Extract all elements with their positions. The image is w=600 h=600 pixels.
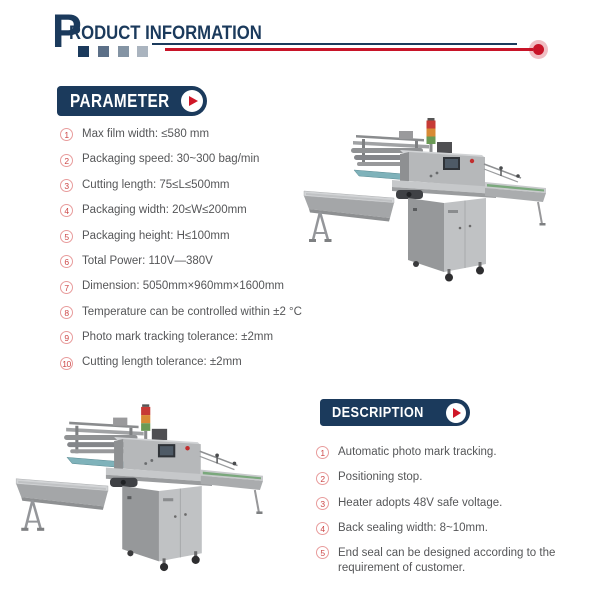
description-item: 2 Positioning stop. [316,465,582,490]
item-number-badge: 2 [60,153,73,167]
item-text: Cutting length tolerance: ±2mm [82,356,242,369]
header-decor-square [137,46,148,57]
parameter-list: 1 Max film width: ≤580 mm 2 Packaging sp… [60,122,312,376]
parameter-section-badge: PARAMETER [57,86,207,116]
item-text: Max film width: ≤580 mm [82,127,210,140]
item-number-badge: 1 [316,446,329,460]
parameter-item: 1 Max film width: ≤580 mm [60,122,312,147]
item-number-badge: 4 [60,204,73,218]
header-decor-square [78,46,89,57]
item-number-badge: 3 [60,178,73,192]
description-list: 1 Automatic photo mark tracking. 2 Posit… [316,440,582,577]
play-icon [446,402,466,423]
play-triangle-icon [453,407,461,418]
item-text: Automatic photo mark tracking. [338,445,497,458]
header-red-dot [533,44,544,55]
header-navy-rule [152,43,517,45]
parameter-item: 3 Cutting length: 75≤L≤500mm [60,173,312,198]
description-item: 5 End seal can be designed according to … [316,542,582,577]
item-number-badge: 9 [60,331,73,345]
item-text: Back sealing width: 8~10mm. [338,522,488,535]
item-number-badge: 8 [60,305,73,319]
logo-letter-p: P [52,4,82,57]
item-text: Packaging width: 20≤W≤200mm [82,204,247,217]
description-section-badge: DESCRIPTION [320,399,470,426]
description-item: 4 Back sealing width: 8~10mm. [316,516,582,541]
page-title: RODUCT INFORMATION [69,23,262,44]
item-number-badge: 10 [60,356,73,370]
item-number-badge: 7 [60,280,73,294]
parameter-item: 4 Packaging width: 20≤W≤200mm [60,198,312,223]
item-text: Photo mark tracking tolerance: ±2mm [82,331,274,344]
item-number-badge: 5 [316,545,329,559]
item-text: End seal can be designed according to th… [338,546,556,575]
item-number-badge: 1 [60,128,73,142]
description-badge-label: DESCRIPTION [332,404,424,421]
parameter-badge-label: PARAMETER [70,90,170,111]
item-text: Packaging speed: 30~300 bag/min [82,153,260,166]
machine-photo-top [296,106,596,296]
item-number-badge: 4 [316,522,329,536]
item-number-badge: 3 [316,496,329,510]
item-text: Total Power: 110V—380V [82,254,213,267]
item-text: Packaging height: H≤100mm [82,229,230,242]
play-icon [181,90,203,112]
item-text: Heater adopts 48V safe voltage. [338,496,503,509]
parameter-item: 8 Temperature can be controlled within ±… [60,300,312,325]
item-number-badge: 6 [60,255,73,269]
item-number-badge: 5 [60,229,73,243]
parameter-item: 9 Photo mark tracking tolerance: ±2mm [60,325,312,350]
play-triangle-icon [188,96,198,106]
item-text: Cutting length: 75≤L≤500mm [82,178,230,191]
parameter-item: 7 Dimension: 5050mm×960mm×1600mm [60,274,312,299]
description-item: 1 Automatic photo mark tracking. [316,440,582,465]
parameter-item: 5 Packaging height: H≤100mm [60,224,312,249]
parameter-item: 10 Cutting length tolerance: ±2mm [60,351,312,376]
machine-photo-bottom [8,392,314,586]
description-item: 3 Heater adopts 48V safe voltage. [316,491,582,516]
item-text: Temperature can be controlled within ±2 … [82,305,302,318]
item-text: Dimension: 5050mm×960mm×1600mm [82,280,284,293]
parameter-item: 2 Packaging speed: 30~300 bag/min [60,147,312,172]
header-decor-square [118,46,129,57]
parameter-item: 6 Total Power: 110V—380V [60,249,312,274]
header-decor-square [98,46,109,57]
header-red-rule [165,48,533,51]
item-text: Positioning stop. [338,471,423,484]
item-number-badge: 2 [316,471,329,485]
